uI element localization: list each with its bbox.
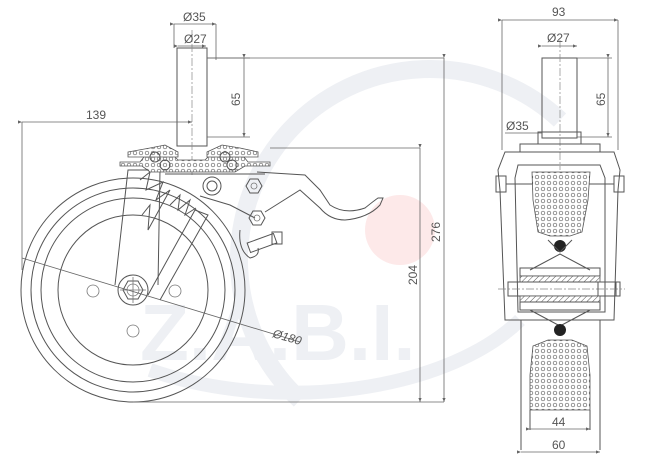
dim-overall-height: 276 bbox=[429, 222, 443, 242]
dim-overall-width: 93 bbox=[552, 5, 566, 19]
dim-stem-inner-diameter: Ø27 bbox=[184, 32, 207, 46]
dim-stem-outer-diameter: Ø35 bbox=[183, 10, 206, 24]
brake-lever bbox=[199, 171, 384, 259]
front-view: 93 Ø27 65 Ø35 44 60 bbox=[495, 5, 625, 454]
side-view: Ø35 Ø27 65 139 Ø180 276 204 bbox=[18, 10, 446, 403]
swivel-head bbox=[119, 30, 271, 175]
dim-height-to-plate: 204 bbox=[406, 265, 420, 285]
front-view-dimensions: 93 Ø27 65 Ø35 44 60 bbox=[498, 5, 619, 454]
fork bbox=[114, 169, 209, 301]
watermark: Z.A.B.I. bbox=[140, 59, 567, 407]
dim-front-stem-diameter: Ø27 bbox=[547, 31, 570, 45]
dim-front-stem-length: 65 bbox=[594, 92, 608, 106]
dim-collar-diameter: Ø35 bbox=[506, 119, 529, 133]
dim-wheel-width: 60 bbox=[552, 438, 566, 452]
dim-offset: 139 bbox=[86, 108, 106, 122]
dim-stem-length: 65 bbox=[229, 92, 243, 106]
watermark-text: Z.A.B.I. bbox=[140, 288, 416, 377]
dim-tread-width: 44 bbox=[552, 415, 566, 429]
wheel bbox=[20, 177, 246, 403]
